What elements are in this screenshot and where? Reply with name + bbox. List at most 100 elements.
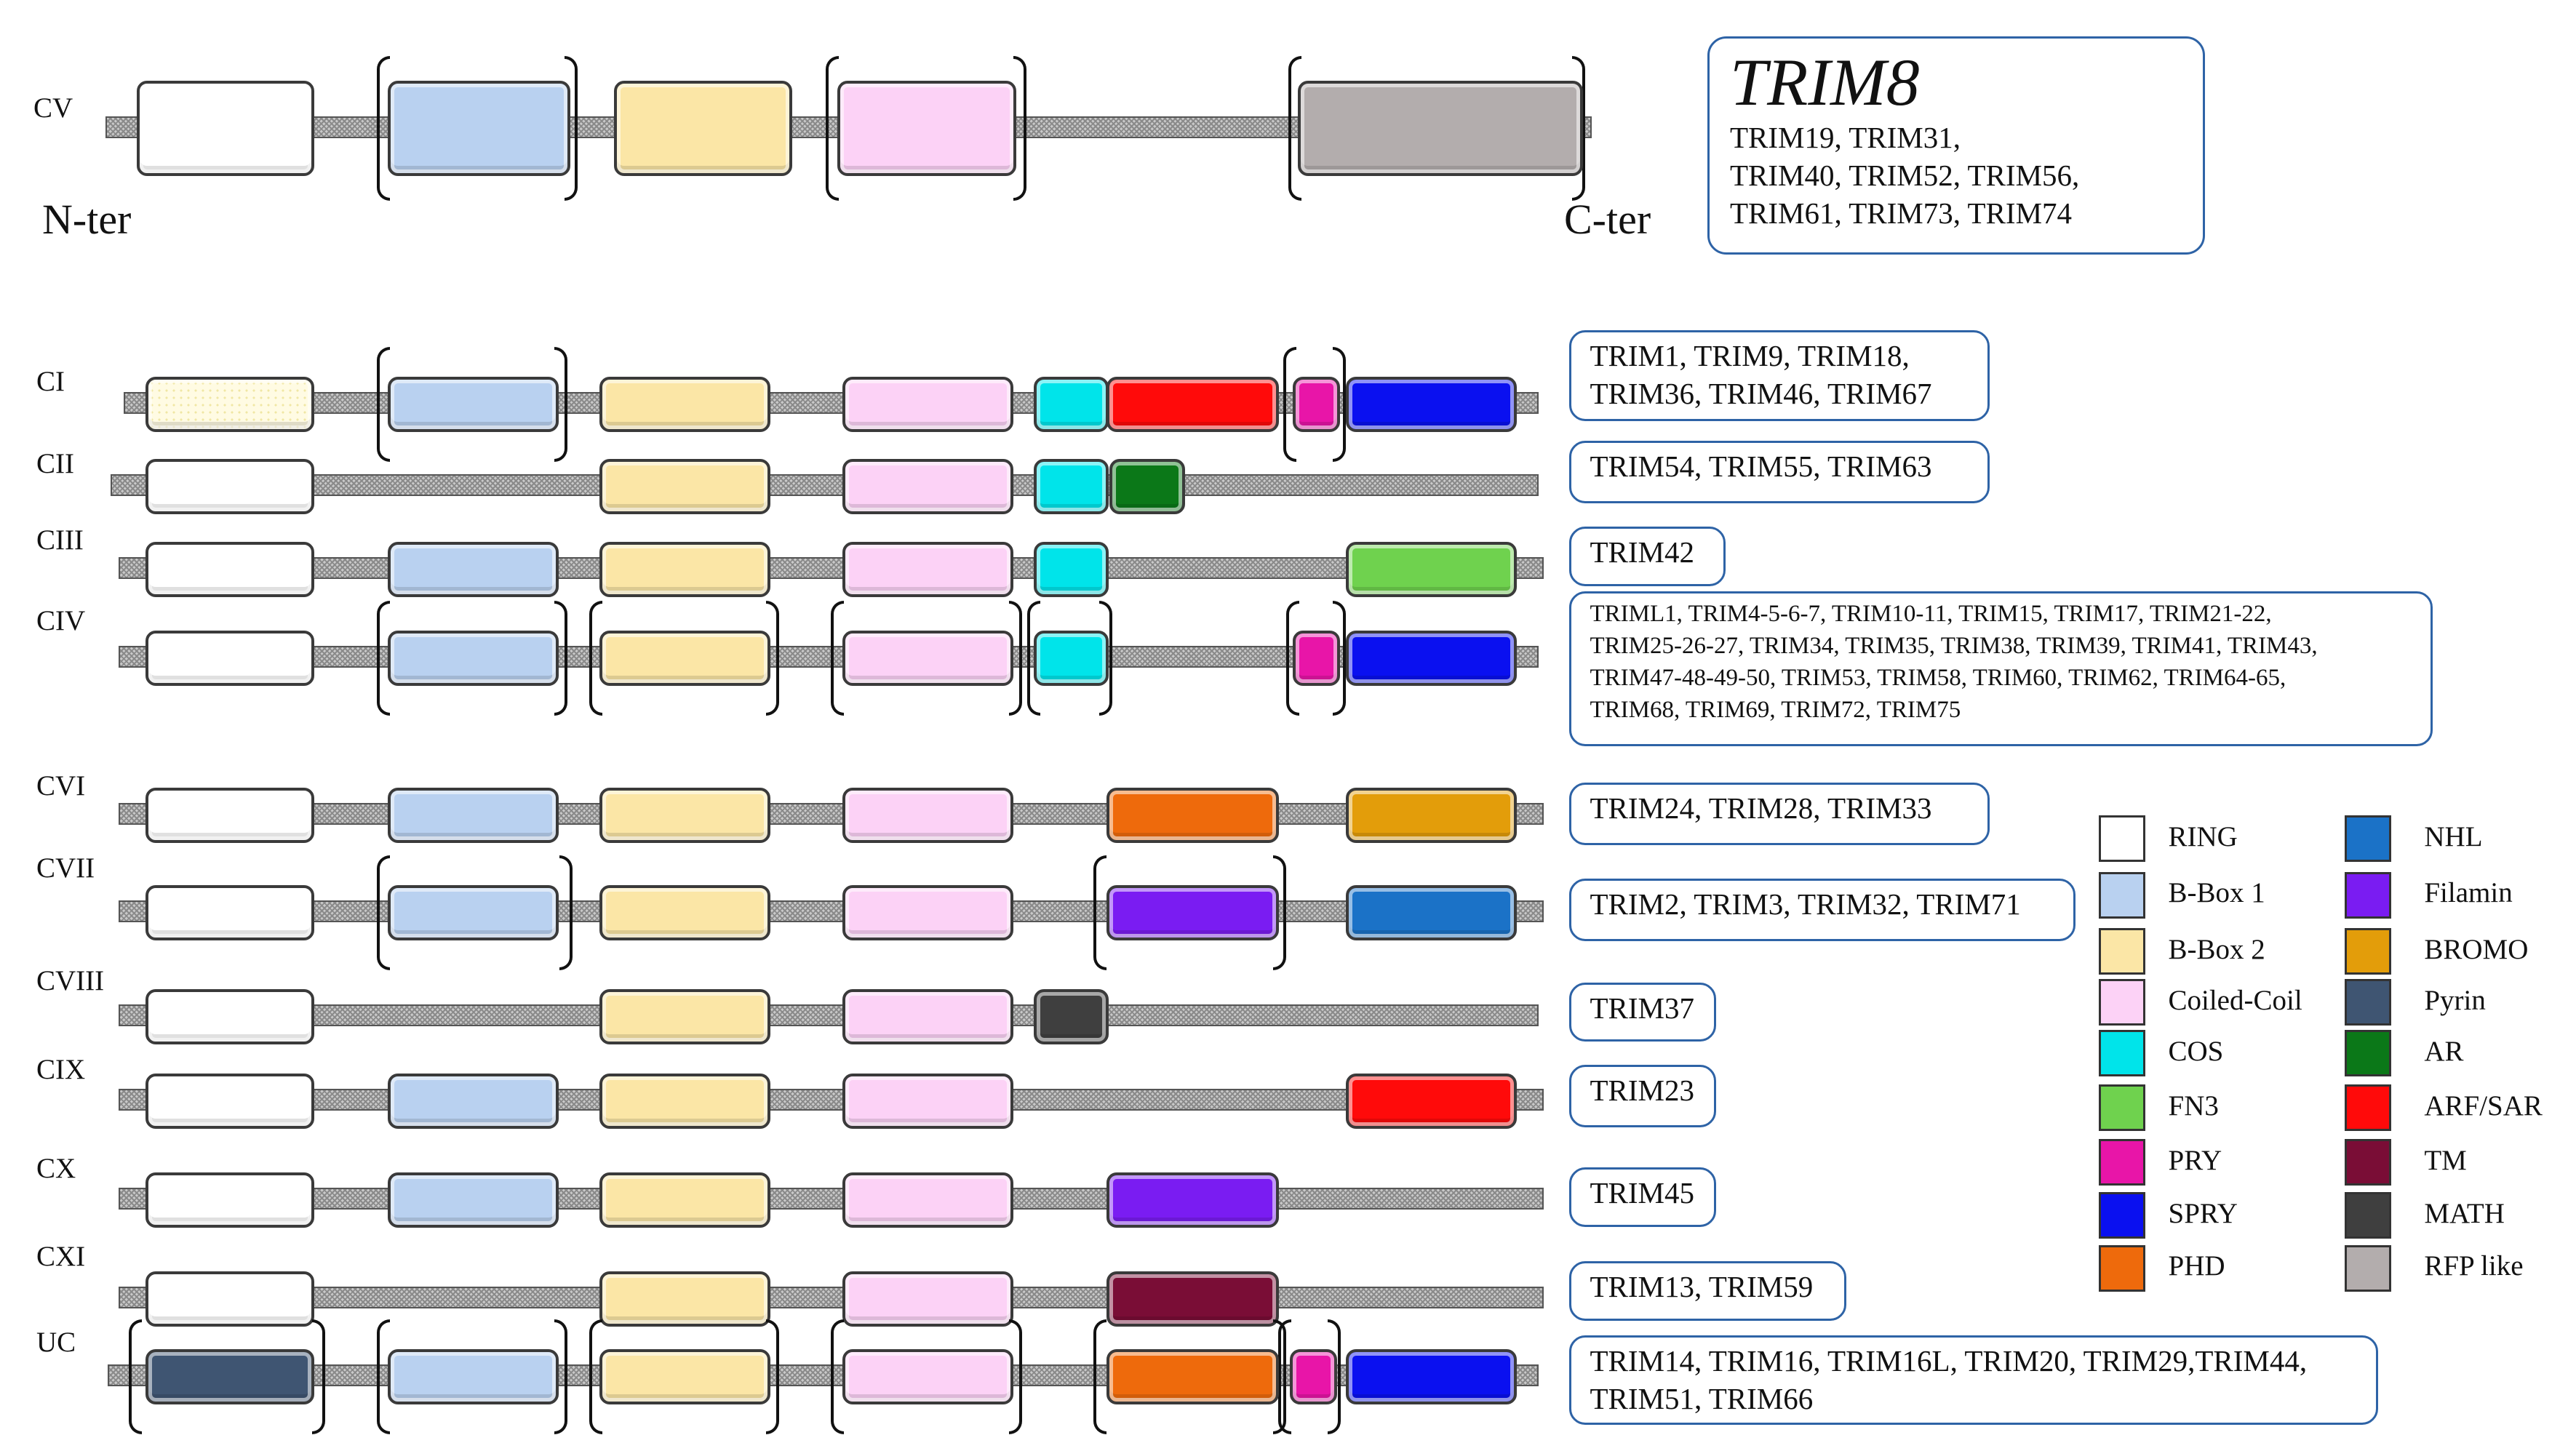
row-label: CIV [36,604,86,636]
domain-b-box-1 [388,884,559,940]
domain-spry [1346,1348,1518,1404]
legend-label: AR [2424,1036,2464,1068]
optional-domain-bracket-left [376,855,390,970]
legend-label: B-Box 2 [2168,933,2265,965]
member-line: TRIML1, TRIM4-5-6-7, TRIM10-11, TRIM15, … [1590,600,2272,627]
row-label: CVII [36,852,95,884]
domain-coiled-coil [842,1172,1013,1228]
domain-coiled-coil [842,541,1013,597]
member-line: TRIM24, TRIM28, TRIM33 [1590,791,1932,825]
domain-b-box-1 [388,1172,559,1228]
legend-label: COS [2168,1036,2224,1068]
legend-swatch-rfp-like [2345,1244,2392,1292]
legend-label: ARF/SAR [2424,1090,2543,1122]
member-line: TRIM19, TRIM31, [1730,121,1961,154]
optional-domain-bracket-right [1327,1319,1341,1434]
member-line: TRIM1, TRIM9, TRIM18, [1590,339,1910,372]
legend-label: Coiled-Coil [2168,984,2302,1016]
legend-swatch-arf-sar [2345,1084,2392,1132]
legend-swatch-pry [2099,1139,2146,1186]
domain-b-box-2 [599,541,770,597]
optional-domain-bracket-left [1288,56,1301,201]
member-line: TRIM40, TRIM52, TRIM56, [1730,159,2080,192]
domain-ring [145,884,315,940]
domain-ring [145,787,315,843]
protein-backbone [111,474,1539,497]
domain-b-box-1 [388,81,571,176]
legend-swatch-b-box-1 [2099,871,2146,919]
domain-coiled-coil [842,988,1013,1044]
member-line: TRIM42 [1590,535,1695,569]
domain-coiled-coil [842,1073,1013,1129]
domain-b-box-1 [388,631,559,687]
domain-b-box-1 [388,787,559,843]
member-line: TRIM14, TRIM16, TRIM16L, TRIM20, TRIM29,… [1590,1344,2308,1378]
member-line: TRIM61, TRIM73, TRIM74 [1730,196,2073,230]
domain-coiled-coil [842,1271,1013,1327]
domain-coiled-coil [842,1348,1013,1404]
domain-filamin [1106,884,1280,940]
domain-coiled-coil [837,81,1017,176]
legend-swatch-ring [2099,815,2146,863]
domain-fn3 [1346,541,1518,597]
row-label: CX [36,1153,76,1185]
domain-b-box-2 [599,1348,770,1404]
legend-label: Pyrin [2424,984,2486,1016]
domain-b-box-2 [599,988,770,1044]
legend-swatch-spry [2099,1191,2146,1239]
domain-ring [145,459,315,515]
domain-coiled-coil [842,631,1013,687]
row-label-cv: CV [33,92,73,124]
domain-coiled-coil [842,376,1013,432]
optional-domain-bracket-left [129,1319,143,1434]
legend-label: PHD [2168,1250,2225,1282]
domain-b-box-2 [599,459,770,515]
members-box: TRIM14, TRIM16, TRIM16L, TRIM20, TRIM29,… [1568,1335,2378,1425]
domain-b-box-2 [599,1271,770,1327]
domain-b-box-2 [599,631,770,687]
optional-domain-bracket-left [376,346,390,462]
protein-backbone [119,802,1544,825]
members-box: TRIM23 [1568,1065,1716,1128]
domain-ring [145,631,315,687]
optional-domain-bracket-right [559,855,573,970]
legend-label: RING [2168,821,2238,853]
member-line: TRIM13, TRIM59 [1590,1270,1814,1304]
optional-domain-bracket-left [826,56,839,201]
domain-b-box-1 [388,1348,559,1404]
row-label: CI [36,365,65,397]
domain-pry [1289,1348,1337,1404]
domain-cos [1034,541,1109,597]
member-line: TRIM47-48-49-50, TRIM53, TRIM58, TRIM60,… [1590,664,2286,691]
legend-swatch-pyrin [2345,979,2392,1026]
member-line: TRIM23 [1590,1074,1695,1108]
members-box: TRIM24, TRIM28, TRIM33 [1568,782,1990,846]
domain-ring [145,1271,315,1327]
member-line: TRIM37 [1590,991,1695,1025]
members-box: TRIM37 [1568,982,1716,1042]
protein-backbone [119,1088,1544,1111]
members-box: TRIML1, TRIM4-5-6-7, TRIM10-11, TRIM15, … [1568,591,2433,747]
optional-domain-bracket-right [1008,1319,1022,1434]
members-box: TRIM1, TRIM9, TRIM18,TRIM36, TRIM46, TRI… [1568,330,1990,421]
optional-domain-bracket-right [1272,1319,1286,1434]
c-terminus-label: C-ter [1564,196,1651,243]
protein-backbone [119,1187,1544,1210]
row-label: CIII [36,524,84,556]
cv-members-box: TRIM8 TRIM19, TRIM31, TRIM40, TRIM52, TR… [1707,36,2205,255]
domain-ring [145,988,315,1044]
protein-backbone [119,1004,1539,1026]
legend-label: B-Box 1 [2168,877,2265,909]
domain-b-box-1 [388,1073,559,1129]
domain-pry [1293,631,1341,687]
members-box: TRIM45 [1568,1167,1716,1227]
domain-b-box-2 [599,884,770,940]
domain-b-box-2 [599,376,770,432]
legend-swatch-coiled-coil [2099,979,2146,1026]
domain-ring [145,541,315,597]
optional-domain-bracket-left [1286,601,1300,716]
legend-swatch-ar [2345,1030,2392,1077]
legend-label: SPRY [2168,1197,2238,1229]
domain-b-box-1 [388,541,559,597]
domain-phd [1106,787,1280,843]
